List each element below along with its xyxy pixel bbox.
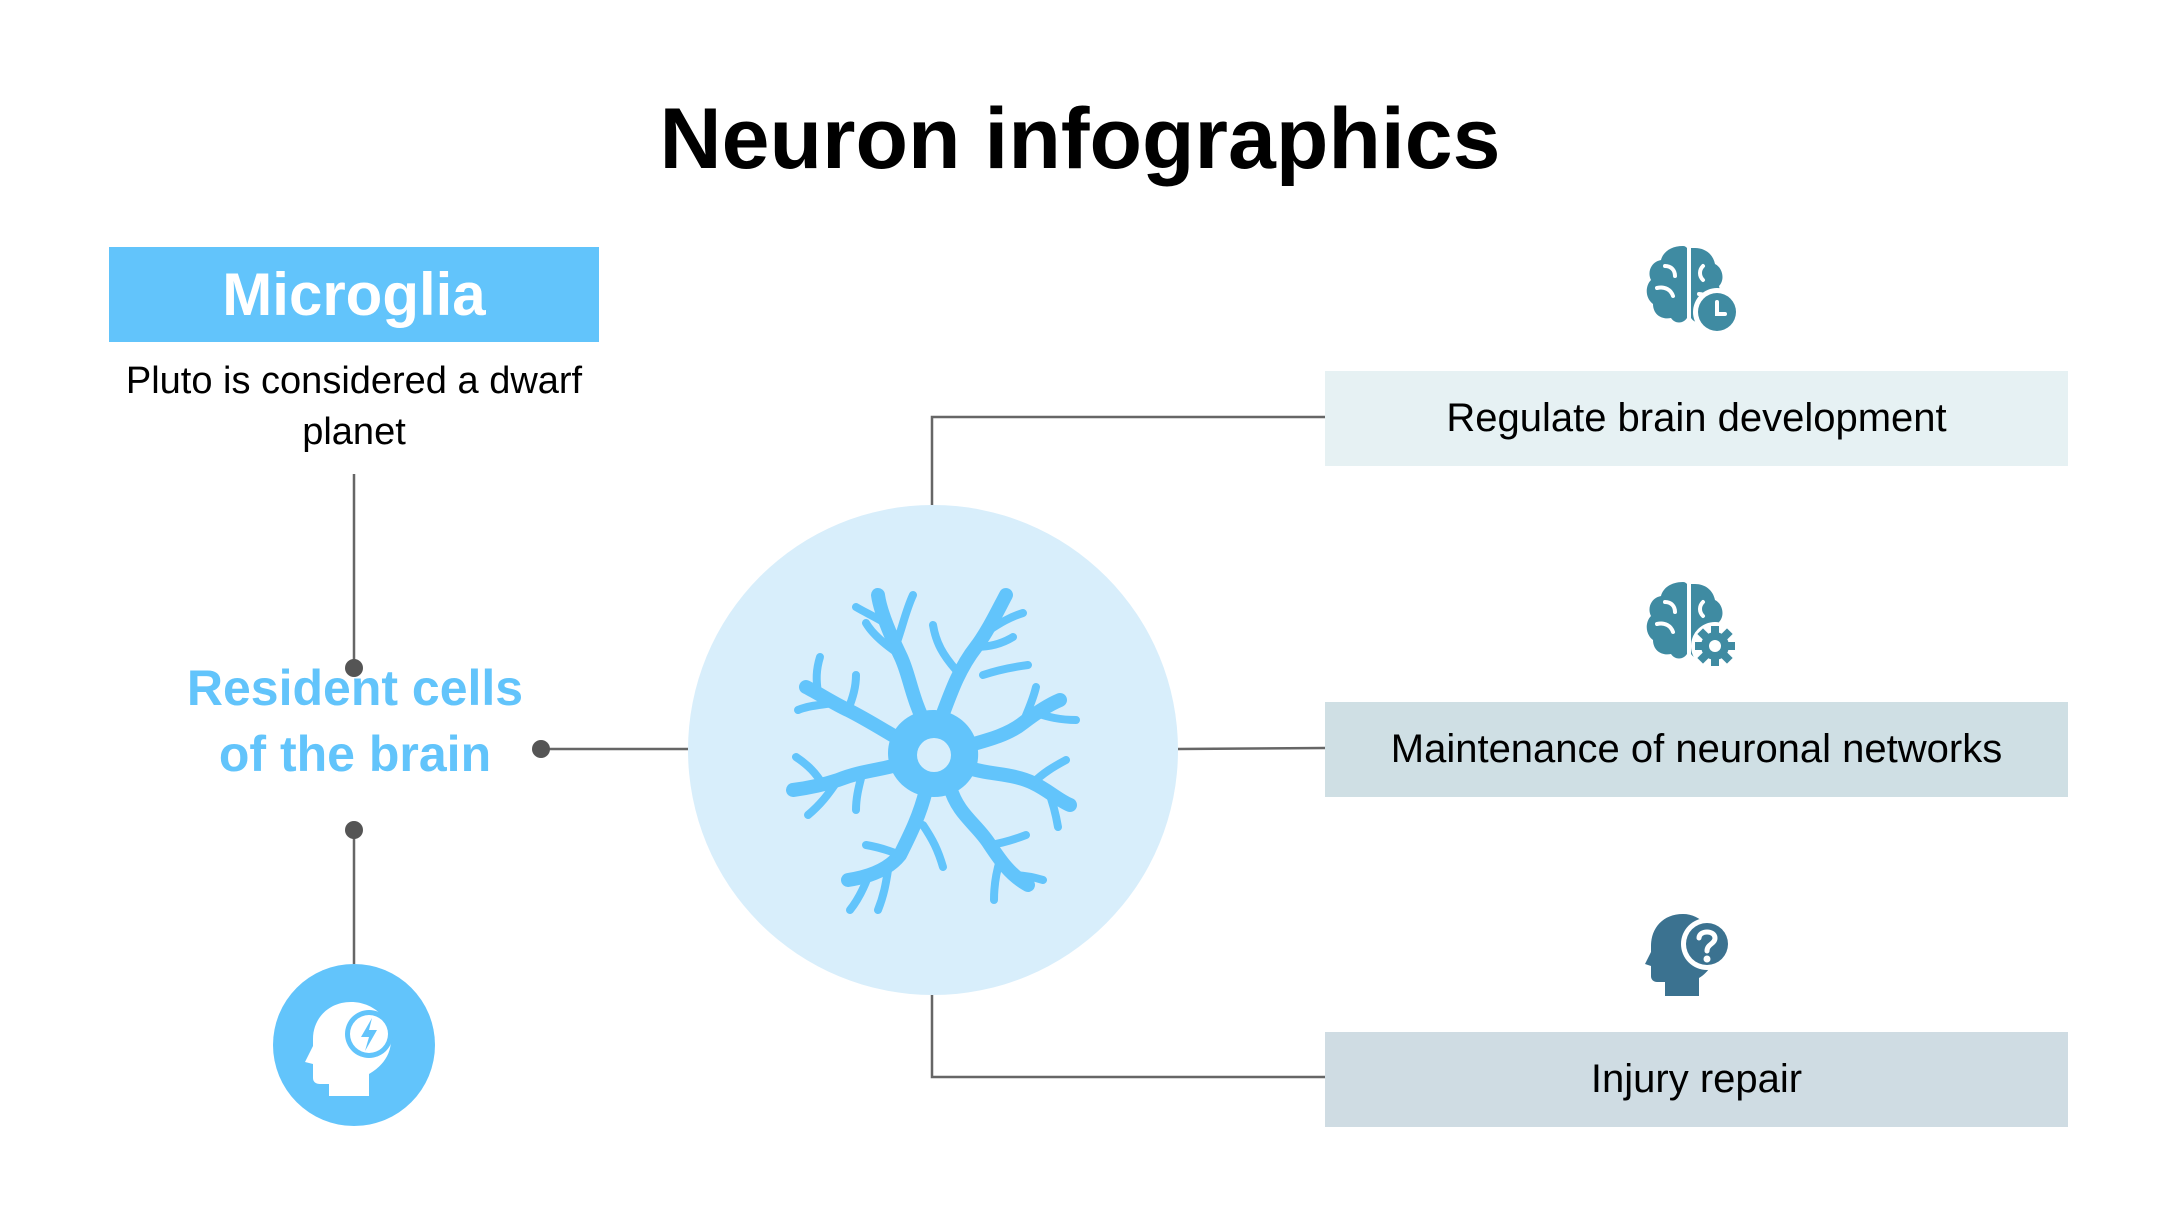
microglia-description: Pluto is considered a dwarf planet [125, 360, 583, 453]
microglia-label-box: Microglia [109, 247, 599, 342]
feature-label: Maintenance of neuronal networks [1390, 727, 2003, 771]
connector-neuron-to-box-1 [930, 415, 1325, 505]
feature-box-injury: Injury repair [1325, 1032, 2068, 1127]
head-lightning-badge [273, 964, 435, 1126]
connector-neuron-to-box-3 [930, 995, 1325, 1079]
microglia-label: Microglia [222, 261, 486, 328]
page-title: Neuron infographics [659, 91, 1501, 187]
connector-dot [532, 740, 550, 758]
microglia-subtitle: Resident cells of the brain [186, 660, 524, 782]
head-question-icon [1643, 908, 1743, 1000]
connector-dot [345, 659, 363, 677]
feature-label: Injury repair [1590, 1057, 1803, 1101]
feature-box-regulate: Regulate brain development [1325, 371, 2068, 466]
brain-clock-icon [1643, 244, 1743, 336]
neuron-circle [688, 505, 1178, 995]
feature-box-maintenance: Maintenance of neuronal networks [1325, 702, 2068, 797]
head-lightning-icon [305, 1002, 393, 1096]
feature-label: Regulate brain development [1446, 396, 1947, 440]
neuron-icon [786, 588, 1080, 914]
connector-dot [345, 821, 363, 839]
brain-gear-icon [1643, 580, 1743, 672]
connector-neuron-to-box-2 [1177, 746, 1326, 751]
